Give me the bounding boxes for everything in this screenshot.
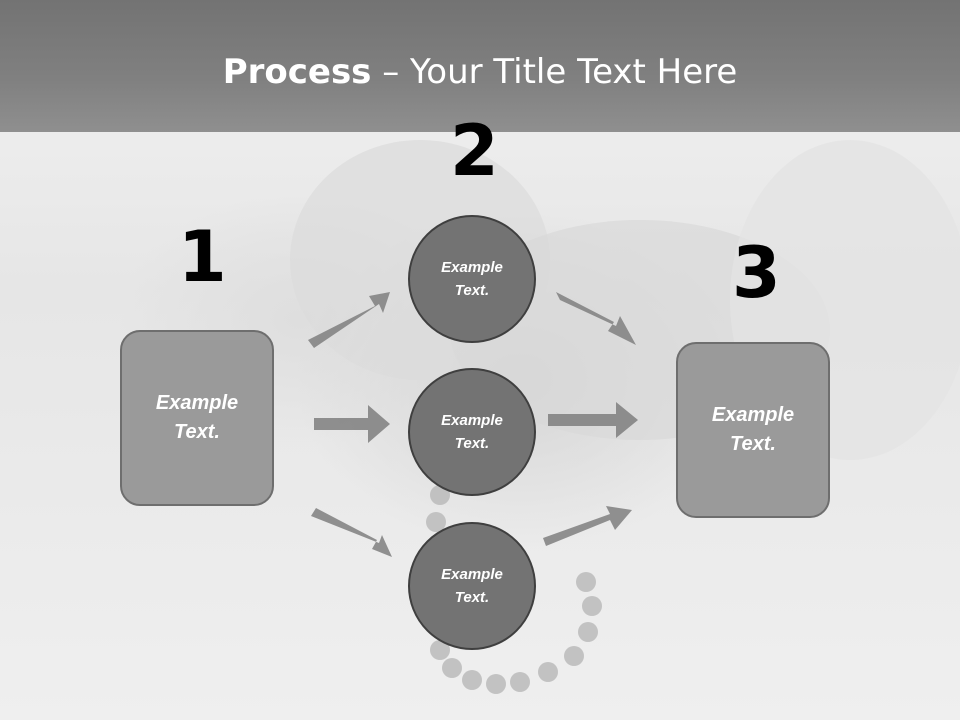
circle-middle-text: Example Text.	[441, 412, 503, 452]
arrow-left-to-bottom	[311, 508, 392, 557]
step-3-box: Example Text.	[676, 342, 830, 518]
step-3-text: Example Text.	[711, 404, 795, 455]
arrow-top-to-right	[556, 292, 636, 345]
circle-top-text: Example Text.	[441, 259, 503, 299]
arrow-left-to-middle	[314, 405, 390, 443]
arrow-bottom-to-right	[543, 506, 632, 546]
step-1-box: Example Text.	[120, 330, 274, 506]
title-bold: Process	[222, 52, 372, 92]
page-title: Process – Your Title Text Here	[0, 52, 960, 92]
step-number-2: 2	[450, 110, 499, 192]
circle-top: Example Text.	[408, 215, 536, 343]
circle-bottom: Example Text.	[408, 522, 536, 650]
arrow-left-to-top	[308, 292, 390, 348]
circle-bottom-text: Example Text.	[441, 566, 503, 606]
arrow-middle-to-right	[548, 402, 638, 438]
title-rest: – Your Title Text Here	[371, 52, 738, 92]
title-bar	[0, 0, 960, 132]
circle-middle: Example Text.	[408, 368, 536, 496]
step-1-text: Example Text.	[155, 392, 239, 443]
step-number-3: 3	[732, 232, 781, 314]
step-number-1: 1	[178, 216, 227, 298]
